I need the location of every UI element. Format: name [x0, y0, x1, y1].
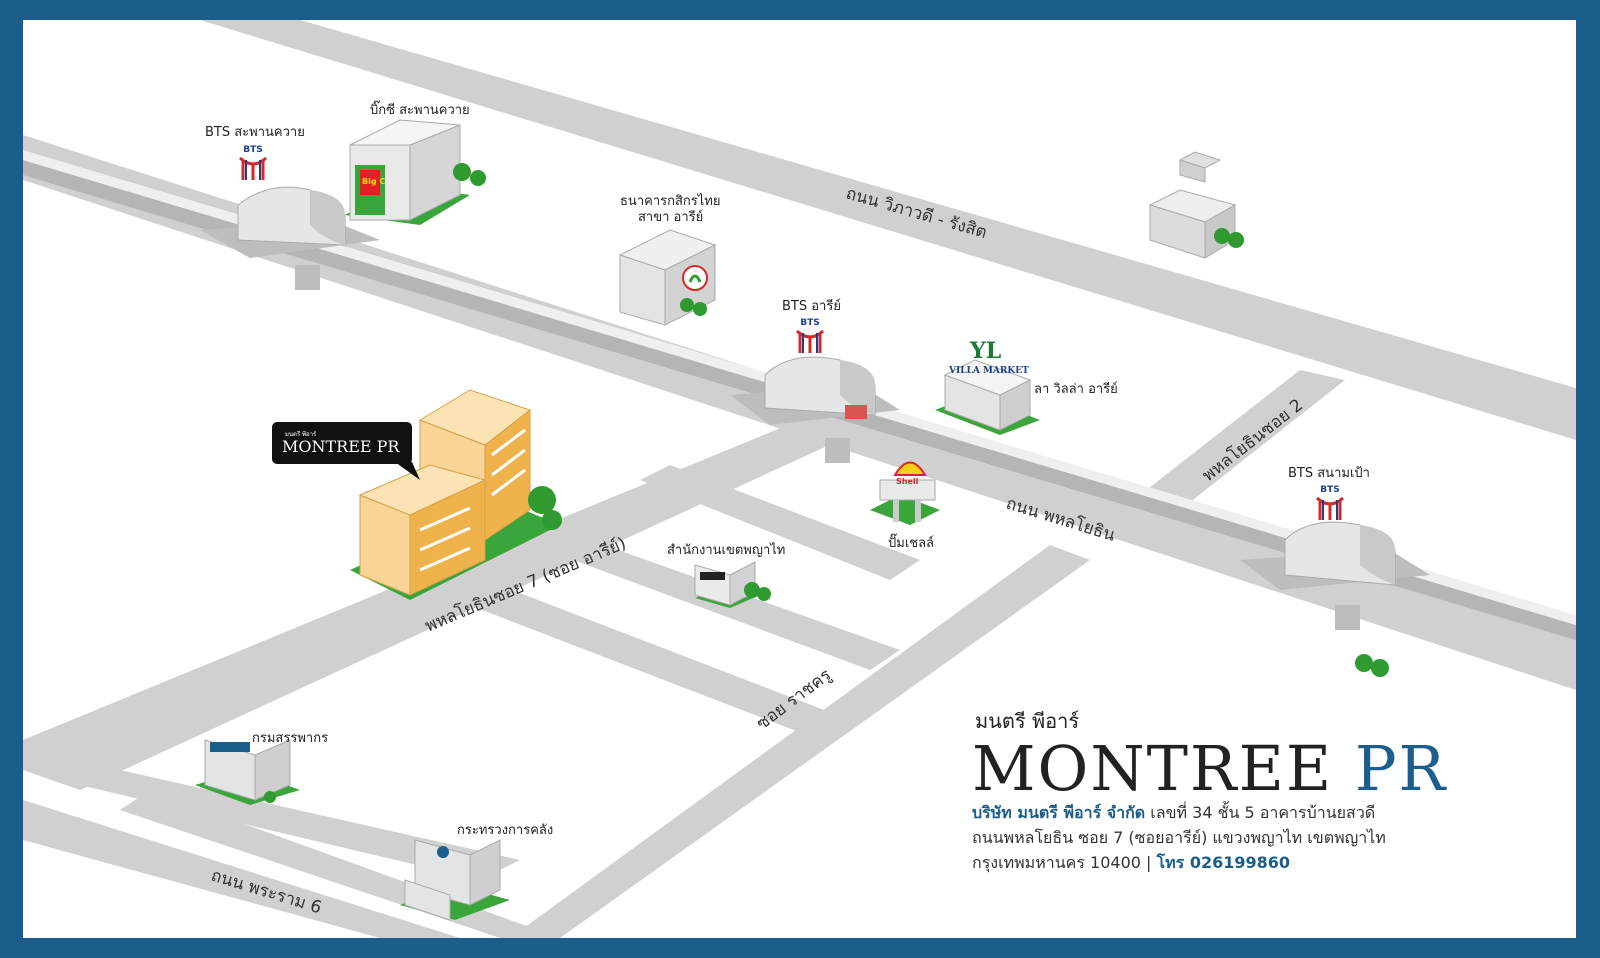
brand-block: มนตรี พีอาร์ MONTREE PR บริษัท มนตรี พีอ…	[972, 709, 1448, 873]
landmark-label: ลา วิลล่า อารีย์	[1034, 381, 1118, 397]
road-ratchakru	[510, 545, 1090, 938]
bts-station-ari[interactable]	[730, 356, 900, 463]
bigc-building[interactable]: Big C	[345, 119, 486, 225]
station-label: BTS สะพานควาย	[205, 125, 305, 140]
roads	[23, 20, 1576, 938]
landmark-label: กรมสรรพากร	[252, 731, 328, 746]
bts-logo-icon: BTS	[238, 145, 268, 180]
shell-logo-icon	[893, 461, 927, 476]
kbank-logo-icon	[682, 265, 708, 291]
road-soi2	[1140, 370, 1345, 510]
road-side-5	[80, 770, 520, 880]
station-label: BTS สนามเป้า	[1288, 466, 1370, 481]
road-side-3	[640, 465, 920, 580]
svg-text:BTS: BTS	[800, 318, 819, 328]
villa-logo-icon: YL	[969, 338, 1001, 364]
landmark-label: ธนาคารกสิกรไทย	[620, 193, 720, 209]
office-marker[interactable]: มนตรี พีอาร์ MONTREE PR	[272, 422, 420, 480]
bts-station-sanam-pao[interactable]	[1240, 521, 1430, 630]
svg-text:BTS: BTS	[243, 145, 262, 155]
road-side-1	[430, 570, 850, 740]
landmark-label: บิ๊กซี สะพานควาย	[370, 100, 470, 118]
finance-ministry-building[interactable]	[400, 839, 510, 921]
revenue-department-building[interactable]	[195, 739, 300, 805]
brand-address-line1: บริษัท มนตรี พีอาร์ จำกัด เลขที่ 34 ชั้น…	[972, 801, 1375, 822]
office-marker-small: มนตรี พีอาร์	[285, 430, 317, 438]
shell-station[interactable]: Shell	[870, 461, 940, 526]
office-marker-label: MONTREE PR	[282, 437, 400, 456]
station-label: BTS อารีย์	[782, 298, 841, 314]
tree-icon	[1355, 654, 1389, 677]
finance-emblem-icon	[437, 846, 449, 858]
brand-address-line3: กรุงเทพมหานคร 10400 | โทร 026199860	[972, 852, 1290, 873]
bts-station-saphan-khwai[interactable]	[200, 186, 380, 290]
montree-office-building[interactable]	[350, 389, 562, 600]
brand-thai-name: มนตรี พีอาร์	[975, 709, 1079, 733]
landmark-label: ปั๊มเชลล์	[888, 533, 934, 551]
district-office-building[interactable]	[694, 561, 771, 608]
road-rama6	[23, 800, 460, 938]
brand-address-line2: ถนนพหลโยธิน ซอย 7 (ซอยอารีย์) แขวงพญาไท …	[972, 828, 1386, 847]
bigc-sign: Big C	[362, 177, 385, 186]
svg-text:BTS: BTS	[1320, 485, 1339, 495]
villa-market-building[interactable]: YL VILLA MARKET	[935, 338, 1040, 435]
landmark-label: กระทรวงการคลัง	[457, 823, 553, 838]
villa-sign: VILLA MARKET	[948, 366, 1029, 376]
bts-logo-icon: BTS	[795, 318, 825, 353]
kasikorn-bank-building[interactable]	[618, 229, 717, 326]
road-vibhavadi	[200, 20, 1576, 440]
brand-name: MONTREE PR	[972, 732, 1448, 805]
house-building	[1148, 151, 1244, 259]
bts-logo-icon: BTS	[1315, 485, 1345, 520]
landmark-label: สำนักงานเขตพญาไท	[667, 542, 785, 558]
road-soi7	[23, 420, 840, 790]
landmark-label: สาขา อารีย์	[638, 209, 703, 225]
shell-sign: Shell	[896, 477, 919, 486]
